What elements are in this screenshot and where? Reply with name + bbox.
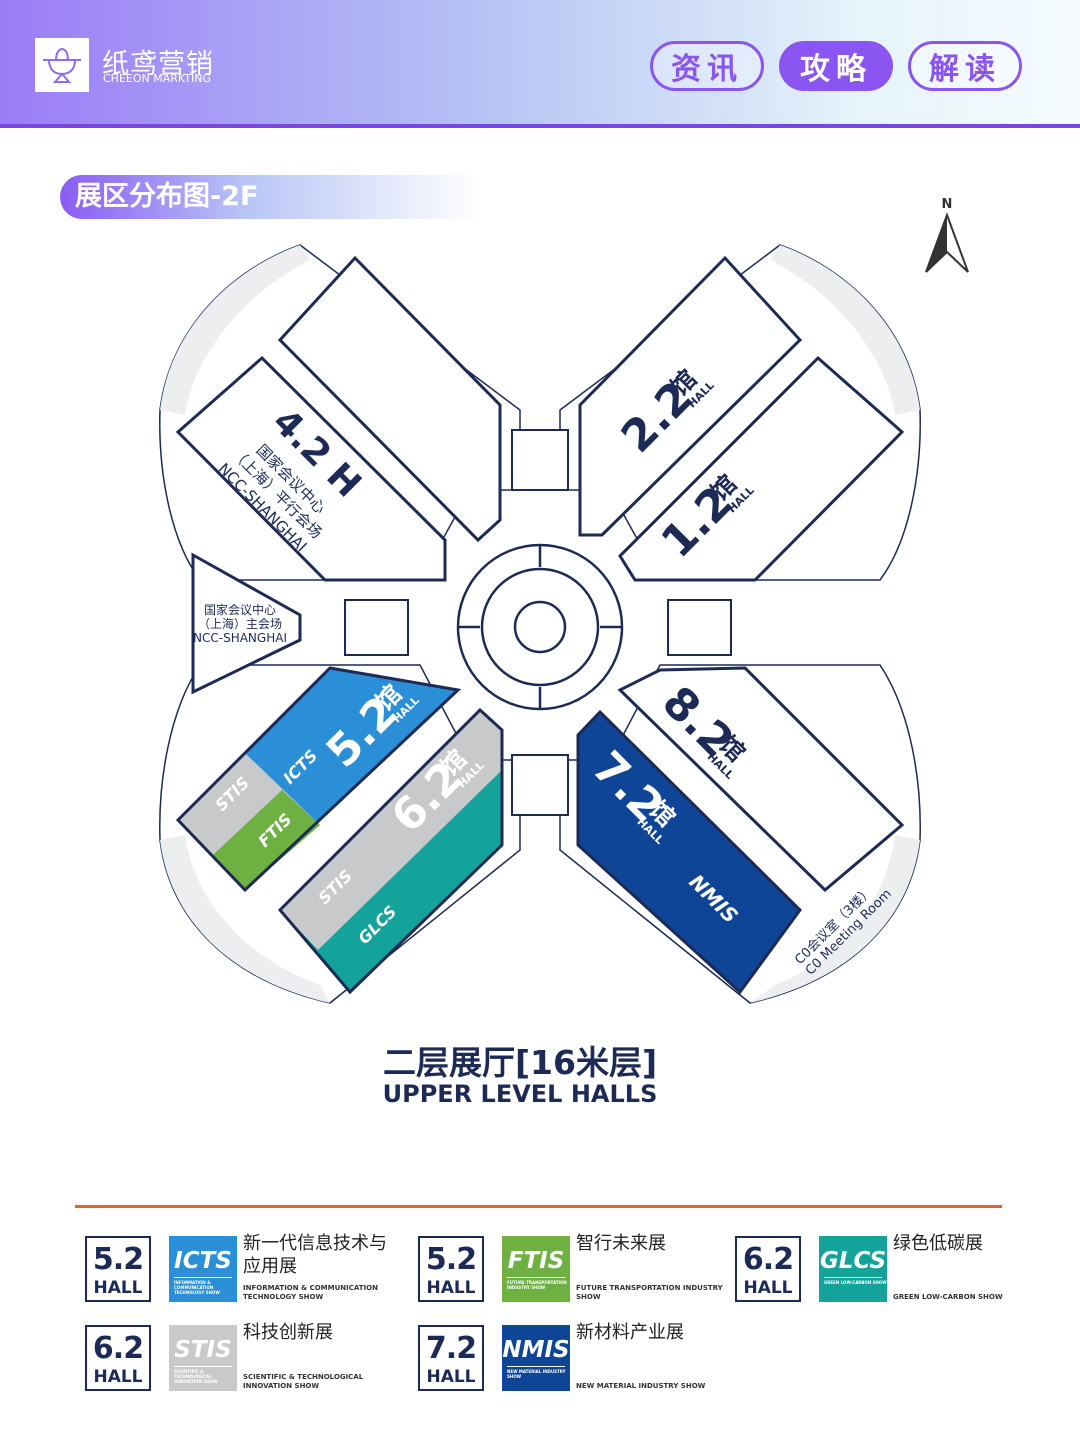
legend-logo-text: STIS [174, 1337, 232, 1363]
header: 纸鸢营销 CHEEON MARKTING 资讯 攻略 解读 [0, 0, 1080, 128]
legend-hall-label: HALL [743, 1278, 793, 1298]
floor-map: N 4.2 H 国家会议中心 （上海）平行会场 NCC-SHANGHAI 2.2… [159, 197, 969, 1004]
compass-north-icon: N [925, 197, 969, 273]
main-hall-name-en: NCC-SHANGHAI [193, 631, 287, 645]
legend-hall-label: HALL [93, 1278, 143, 1298]
brand-name: 纸鸢营销 [102, 49, 214, 80]
map-title: 二层展厅[16米层] [382, 1043, 658, 1082]
legend-show-logo: GLCS GREEN LOW-CARBON SHOW [819, 1236, 887, 1302]
outer-ring-segments [160, 245, 920, 1003]
legend-logo-text: NMIS [502, 1337, 570, 1363]
svg-text:N: N [942, 197, 953, 212]
hall-8-2[interactable] [617, 666, 905, 893]
legend-show-name: 新材料产业展 [576, 1322, 684, 1343]
map-subtitle: UPPER LEVEL HALLS [382, 1080, 658, 1108]
legend-show-name-en: SCIENTIFIC & TECHNOLOGICAL INNOVATION SH… [243, 1373, 364, 1390]
legend-logo-sub: FUTURE TRANSPORTATION INDUSTRY SHOW [507, 1280, 567, 1290]
legend-hall-number: 7.2 [425, 1331, 477, 1366]
legend-logo-sub: GREEN LOW-CARBON SHOW [824, 1280, 887, 1285]
section-title: 展区分布图-2F [60, 175, 480, 219]
hall-upper-left-back[interactable] [277, 255, 502, 543]
legend-hall-number: 6.2 [92, 1331, 144, 1366]
nav-guide[interactable]: 攻略 [779, 41, 893, 91]
hall-5-2[interactable]: 5.2 馆 HALL ICTS STIS FTIS [175, 666, 462, 893]
connector-corridors [344, 429, 732, 816]
legend-hall-number: 5.2 [425, 1242, 477, 1277]
legend-show-logo: FTIS FUTURE TRANSPORTATION INDUSTRY SHOW [502, 1236, 570, 1302]
hall-2-2[interactable] [578, 255, 803, 537]
legend-show-logo: STIS SCIENTIFIC & TECHNOLOGICAL INNOVATIO… [169, 1325, 237, 1391]
hall-4-2[interactable] [175, 355, 447, 582]
legend-logo-text: FTIS [507, 1248, 565, 1274]
hall-1-2[interactable] [618, 355, 905, 582]
nav-analysis[interactable]: 解读 [908, 41, 1022, 91]
legend-show-name: 科技创新展 [243, 1322, 333, 1343]
legend-logo-text: ICTS [174, 1248, 232, 1274]
central-hub [456, 543, 624, 711]
legend-logo-sub: NEW MATERIAL INDUSTRY SHOW [507, 1369, 566, 1379]
divider [75, 1205, 1002, 1208]
legend-show-name-en: FUTURE TRANSPORTATION INDUSTRY SHOW [576, 1284, 723, 1301]
legend-hall-label: HALL [426, 1367, 476, 1387]
legend-hall-number: 5.2 [92, 1242, 144, 1277]
legend-show-name: 新一代信息技术与应用展 [243, 1233, 387, 1277]
legend-show-logo: ICTS INFORMATION & COMMUNICATION TECHNOLO… [169, 1236, 237, 1302]
legend-show-name: 绿色低碳展 [893, 1233, 983, 1254]
main-hall-ncc[interactable] [191, 552, 302, 695]
legend-show-name-en: NEW MATERIAL INDUSTRY SHOW [576, 1382, 706, 1390]
legend-hall-label: HALL [426, 1278, 476, 1298]
legend-show-name-en: GREEN LOW-CARBON SHOW [893, 1293, 1003, 1301]
hall-7-2[interactable]: 7.2 馆 HALL NMIS [576, 709, 802, 995]
legend-logo-sub: SCIENTIFIC & TECHNOLOGICAL INNOVATION SH… [174, 1369, 218, 1384]
legend-logo-text: GLCS [819, 1248, 887, 1274]
brand-logo-icon[interactable] [35, 38, 89, 92]
legend-logo-sub: INFORMATION & COMMUNICATION TECHNOLOGY S… [174, 1280, 220, 1295]
main-hall-name2: （上海）主会场 [198, 616, 282, 631]
nav-news[interactable]: 资讯 [650, 41, 764, 91]
legend-show-logo: NMIS NEW MATERIAL INDUSTRY SHOW [502, 1325, 570, 1391]
legend-show-name: 智行未来展 [576, 1233, 666, 1254]
legend-show-name-en: INFORMATION & COMMUNICATION TECHNOLOGY S… [243, 1284, 378, 1301]
brand-name-en: CHEEON MARKTING [103, 72, 211, 85]
main-hall-name: 国家会议中心 [204, 602, 276, 617]
legend-hall-label: HALL [93, 1367, 143, 1387]
hall-6-2[interactable]: 6.2 馆 HALL STIS GLCS [277, 707, 504, 995]
legend-hall-number: 6.2 [742, 1242, 794, 1277]
